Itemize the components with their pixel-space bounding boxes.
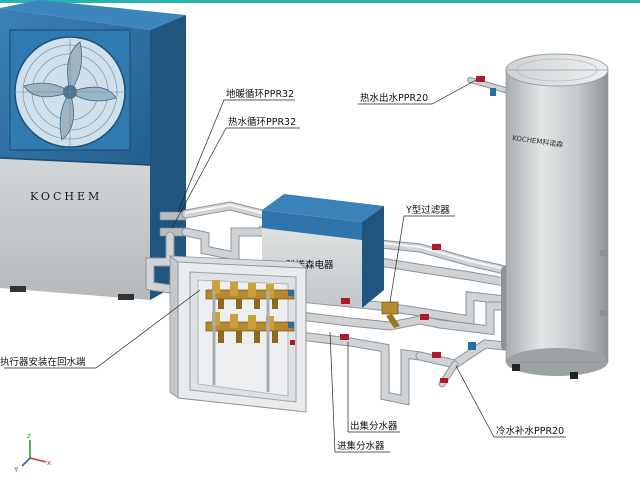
valve-body xyxy=(490,88,496,96)
axis-triad: z x Y xyxy=(13,432,51,474)
valve-handle xyxy=(476,76,485,82)
y-strainer xyxy=(381,301,400,328)
valve-handle xyxy=(420,314,429,320)
label-actuator-note: 执行器安装在回水端 xyxy=(0,356,86,368)
supply-manifold xyxy=(205,280,295,309)
fan-grille xyxy=(9,29,131,151)
label-hot-water-outlet: 热水出水PPR20 xyxy=(360,92,428,104)
top-border xyxy=(0,0,640,3)
valve-handle xyxy=(432,352,441,358)
heat-pump-unit: KOCHEM xyxy=(0,0,187,300)
valve-handle xyxy=(432,244,441,250)
axis-label-x: x xyxy=(47,459,51,467)
valve-body xyxy=(468,342,476,350)
axis-label-y: Y xyxy=(13,466,19,474)
pipe-network xyxy=(145,77,510,406)
label-supply-manifold: 出集分水器 xyxy=(350,420,398,432)
labels: 地暖循环PPR32 热水循环PPR32 热水出水PPR20 Y型过滤器 执行器安… xyxy=(0,88,564,452)
axis-label-z: z xyxy=(27,432,31,440)
heat-pump-brand: KOCHEM xyxy=(30,190,102,203)
valve-handle xyxy=(341,298,350,304)
valve-handle xyxy=(340,334,349,340)
label-cold-water-makeup: 冷水补水PPR20 xyxy=(496,425,564,437)
label-floor-heating-loop: 地暖循环PPR32 xyxy=(226,88,294,100)
valves xyxy=(340,76,496,383)
label-hot-water-loop: 热水循环PPR32 xyxy=(228,116,296,128)
label-return-manifold: 进集分水器 xyxy=(337,440,385,452)
leader-lines xyxy=(4,79,566,453)
manifold-cabinet xyxy=(168,255,308,413)
water-tank: KOCHEM科诺森 xyxy=(505,53,609,379)
valve-handle xyxy=(440,378,448,383)
label-y-strainer: Y型过滤器 xyxy=(405,204,450,216)
return-manifold xyxy=(205,312,295,343)
